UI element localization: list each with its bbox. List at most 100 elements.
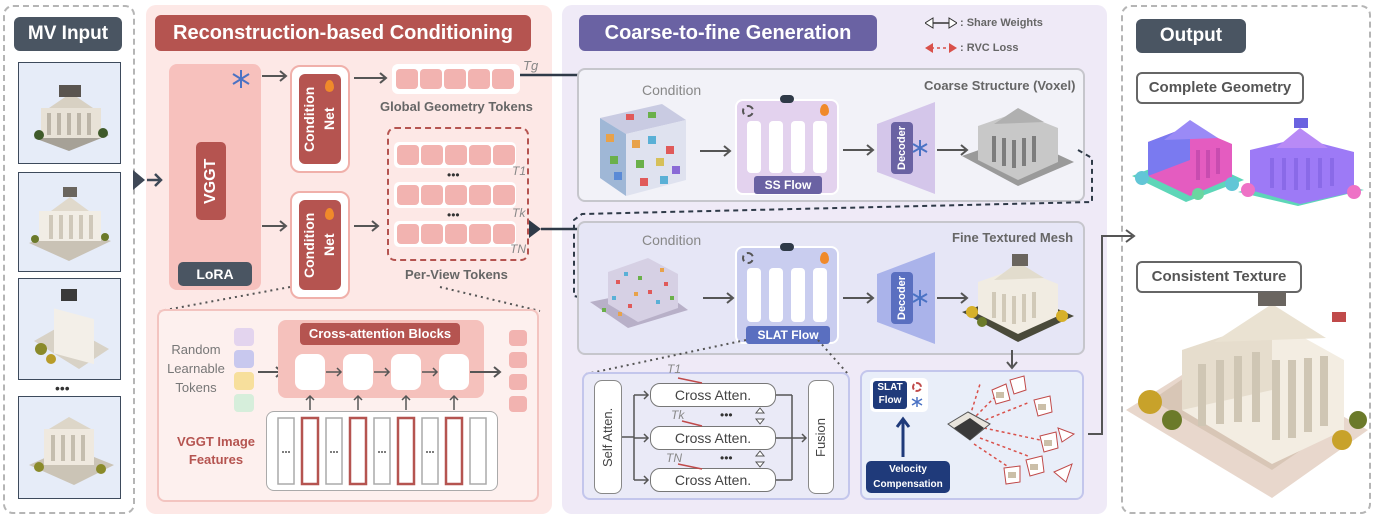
attention-block: [295, 354, 325, 390]
recon-title: Reconstruction-based Conditioning: [155, 15, 531, 51]
cross-atten-k: Cross Atten.: [650, 426, 776, 450]
input-view-n: [18, 396, 121, 499]
condition-label-coarse: Condition: [642, 82, 702, 98]
arrow-vggt-cnet1: [262, 70, 288, 82]
per-view-row-k: [394, 182, 516, 208]
t1-gen-label: T1: [667, 362, 682, 376]
input-view-2: [18, 172, 121, 272]
arrow-slat-decoder: [843, 292, 875, 304]
tk-gen-label: Tk: [671, 408, 685, 422]
loop-icon: [742, 105, 754, 117]
cross-dots-1: •••: [720, 408, 733, 422]
loop-icon: [912, 382, 922, 392]
output-token-stack: [509, 330, 527, 414]
per-view-row-n: [394, 221, 516, 247]
cross-attention-title: Cross-attention Blocks: [300, 323, 460, 345]
arrow-ssflow-decoder: [843, 144, 875, 156]
velocity-arrow: [895, 416, 911, 457]
coarse-voxel-house: [962, 108, 1074, 186]
snowflake-icon: [232, 70, 250, 88]
zoom-lines: [159, 286, 541, 312]
coarse-structure-label: Coarse Structure (Voxel): [924, 78, 1076, 93]
per-view-row-1: [394, 142, 516, 168]
condition-net-label: Condition Net: [301, 86, 337, 152]
fusion-block: [808, 380, 834, 494]
arrow-vggt-cnet2: [262, 220, 288, 232]
tk-label: Tk: [512, 206, 526, 220]
feature-up-arrows: [305, 394, 459, 410]
fine-textured-house: [962, 254, 1074, 342]
cross-atten-1: Cross Atten.: [650, 383, 776, 407]
share-weights-icon: [925, 17, 957, 29]
house-model-icon: [34, 289, 109, 369]
vggt-features-label: VGGT Image Features: [176, 434, 256, 467]
share-weights-label: : Share Weights: [960, 17, 1043, 29]
decoder-fine: [877, 252, 935, 344]
random-tokens-label: Random Learnable Tokens: [167, 342, 225, 395]
slat-flow-label: SLAT Flow: [746, 326, 830, 344]
ss-flow-port: [780, 95, 794, 103]
fire-icon: [325, 208, 334, 220]
arrow-decoder-mesh: [937, 292, 969, 304]
rvc-loss-icon: [925, 43, 957, 53]
condition-net-2: Condition Net: [290, 191, 350, 299]
attention-block: [391, 354, 421, 390]
arrow-blocks-out: [470, 366, 502, 378]
gen-title: Coarse-to-fine Generation: [579, 15, 877, 51]
fire-icon: [325, 80, 334, 92]
output-title: Output: [1136, 19, 1246, 53]
condition-label-fine: Condition: [642, 232, 702, 248]
snowflake-icon: [911, 397, 923, 407]
random-token-stack: [234, 328, 254, 412]
slat-flow-mini-label: SLAT Flow: [873, 381, 907, 409]
consistent-texture-label: Consistent Texture: [1136, 261, 1302, 293]
cross-atten-n: Cross Atten.: [650, 468, 776, 492]
t1-label: T1: [512, 164, 527, 178]
arrow-mesh-rvc: [1006, 350, 1018, 370]
per-view-tokens-label: Per-View Tokens: [405, 267, 508, 282]
slat-zoom-lines: [585, 339, 849, 375]
input-view-1: [18, 62, 121, 164]
input-view-3: [18, 278, 121, 380]
arrow-cnet1-global: [354, 72, 388, 84]
house-model-icon: [29, 187, 111, 261]
tg-label: Tg: [523, 58, 539, 73]
attention-block: [343, 354, 373, 390]
arrow-cnet2-perview: [354, 220, 380, 232]
block-arrows: [326, 367, 439, 377]
decoder-label-fine: Decoder: [896, 275, 908, 321]
tokens-dots-1: •••: [447, 168, 460, 182]
snowflake-icon: [912, 290, 928, 306]
sparse-voxel-icon: [590, 258, 688, 328]
feature-columns: [277, 416, 487, 486]
rvc-cameras: [947, 375, 1076, 485]
snowflake-icon: [912, 140, 928, 156]
cross-dots-2: •••: [720, 451, 733, 465]
fire-icon: [820, 104, 829, 116]
vggt-label: VGGT: [202, 158, 219, 204]
decoder-coarse: [877, 102, 935, 194]
house-model-icon: [34, 85, 109, 151]
rvc-output-connector: [1088, 229, 1136, 435]
normal-map-house-1: [1132, 120, 1244, 202]
rvc-loss-label: : RVC Loss: [960, 42, 1019, 54]
mv-input-title: MV Input: [14, 17, 122, 51]
loop-icon: [742, 252, 754, 264]
voxel-cube-icon: [600, 104, 686, 196]
tn-gen-label: TN: [666, 451, 682, 465]
self-atten-block: [594, 380, 622, 494]
arrow-voxel-ssflow: [700, 145, 732, 157]
slat-attention-arrows: [622, 377, 808, 485]
self-atten-label: Self Atten.: [600, 407, 615, 467]
tn-label: TN: [510, 242, 526, 256]
house-model-icon: [29, 417, 114, 485]
input-arrow: [133, 170, 163, 190]
arrow-decoder-voxel: [937, 144, 969, 156]
ss-flow-label: SS Flow: [754, 176, 822, 194]
textured-output-house: [1126, 292, 1368, 498]
velocity-compensation-label: Velocity Compensation: [866, 461, 950, 493]
global-tokens-label: Global Geometry Tokens: [380, 99, 533, 114]
fire-icon: [820, 252, 829, 264]
more-views-dots: •••: [55, 380, 70, 396]
tokens-dots-2: •••: [447, 208, 460, 222]
